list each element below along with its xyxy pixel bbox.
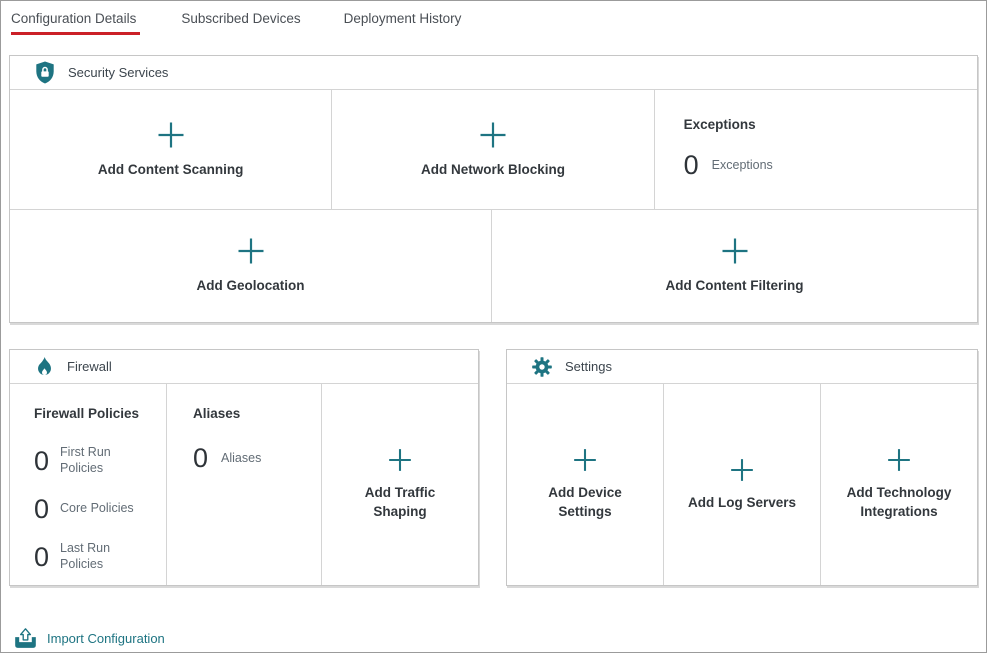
aliases-column[interactable]: Aliases 0 Aliases: [166, 384, 321, 585]
security-services-header: Security Services: [10, 56, 977, 90]
last-run-policies-label: Last Run Policies: [60, 541, 111, 571]
plus-icon: [236, 236, 266, 266]
plus-icon: [387, 447, 413, 473]
firewall-policies-heading: Firewall Policies: [34, 406, 140, 421]
plus-icon: [729, 457, 755, 483]
firewall-title: Firewall: [67, 359, 112, 374]
add-content-filtering-card[interactable]: Add Content Filtering: [491, 210, 977, 322]
plus-icon: [478, 120, 508, 150]
exceptions-count-label: Exceptions: [711, 157, 773, 172]
plus-icon: [720, 236, 750, 266]
security-services-title: Security Services: [68, 65, 169, 80]
settings-title: Settings: [565, 359, 612, 374]
plus-icon: [156, 120, 186, 150]
firewall-policies-column[interactable]: Firewall Policies 0 First Run Policies 0…: [10, 384, 166, 585]
import-configuration-label: Import Configuration: [47, 631, 165, 646]
add-log-servers-label: Add Log Servers: [687, 494, 797, 510]
add-content-scanning-card[interactable]: Add Content Scanning: [10, 90, 331, 209]
flame-icon: [35, 356, 54, 378]
exceptions-count: 0: [683, 149, 699, 180]
tab-configuration-details[interactable]: Configuration Details: [11, 11, 141, 35]
import-upload-icon: [14, 628, 37, 649]
add-device-settings-card[interactable]: Add Device Settings: [507, 384, 663, 585]
add-geolocation-card[interactable]: Add Geolocation: [10, 210, 491, 322]
exceptions-card[interactable]: Exceptions 0 Exceptions: [653, 90, 977, 209]
add-network-blocking-label: Add Network Blocking: [420, 161, 565, 177]
plus-icon: [572, 447, 598, 473]
gear-icon: [532, 356, 552, 377]
add-technology-integrations-label: Add Technology Integrations: [846, 485, 952, 519]
add-device-settings-label: Add Device Settings: [548, 485, 622, 519]
tab-bar: Configuration Details Subscribed Devices…: [1, 1, 986, 35]
plus-icon: [886, 447, 912, 473]
add-geolocation-label: Add Geolocation: [196, 278, 305, 294]
settings-header: Settings: [507, 350, 977, 384]
firewall-policies-items: 0 First Run Policies 0 Core Policies 0 L…: [34, 445, 166, 573]
last-run-policies-item: 0 Last Run Policies: [34, 541, 166, 573]
add-traffic-shaping-card[interactable]: Add Traffic Shaping: [321, 384, 478, 585]
aliases-count-label: Aliases: [221, 450, 262, 465]
first-run-policies-label: First Run Policies: [60, 445, 111, 475]
exceptions-count-row: 0 Exceptions: [683, 149, 977, 180]
tab-subscribed-devices[interactable]: Subscribed Devices: [181, 11, 301, 26]
core-policies-item: 0 Core Policies: [34, 493, 166, 525]
add-traffic-shaping-label: Add Traffic Shaping: [364, 485, 436, 519]
add-log-servers-card[interactable]: Add Log Servers: [663, 384, 820, 585]
aliases-heading: Aliases: [193, 406, 241, 421]
first-run-policies-item: 0 First Run Policies: [34, 445, 166, 477]
shield-lock-icon: [35, 61, 55, 84]
add-network-blocking-card[interactable]: Add Network Blocking: [331, 90, 653, 209]
firewall-header: Firewall: [10, 350, 478, 384]
tab-deployment-history[interactable]: Deployment History: [343, 11, 462, 26]
aliases-count: 0: [193, 443, 209, 473]
add-content-scanning-label: Add Content Scanning: [97, 161, 244, 177]
first-run-policies-count: 0: [34, 445, 50, 476]
add-content-filtering-label: Add Content Filtering: [665, 278, 804, 294]
add-technology-integrations-card[interactable]: Add Technology Integrations: [820, 384, 977, 585]
exceptions-title: Exceptions: [683, 117, 756, 132]
import-configuration-link[interactable]: Import Configuration: [14, 628, 986, 649]
settings-panel: Settings Add Device Settings Add Log Ser…: [506, 349, 978, 586]
security-services-panel: Security Services Add Content Scanning A…: [9, 55, 978, 323]
firewall-panel: Firewall Firewall Policies 0 First Run P…: [9, 349, 479, 586]
aliases-count-row: 0 Aliases: [193, 445, 321, 472]
core-policies-label: Core Policies: [60, 501, 134, 516]
last-run-policies-count: 0: [34, 541, 50, 572]
bottom-panels: Firewall Firewall Policies 0 First Run P…: [9, 349, 986, 586]
core-policies-count: 0: [34, 493, 50, 524]
